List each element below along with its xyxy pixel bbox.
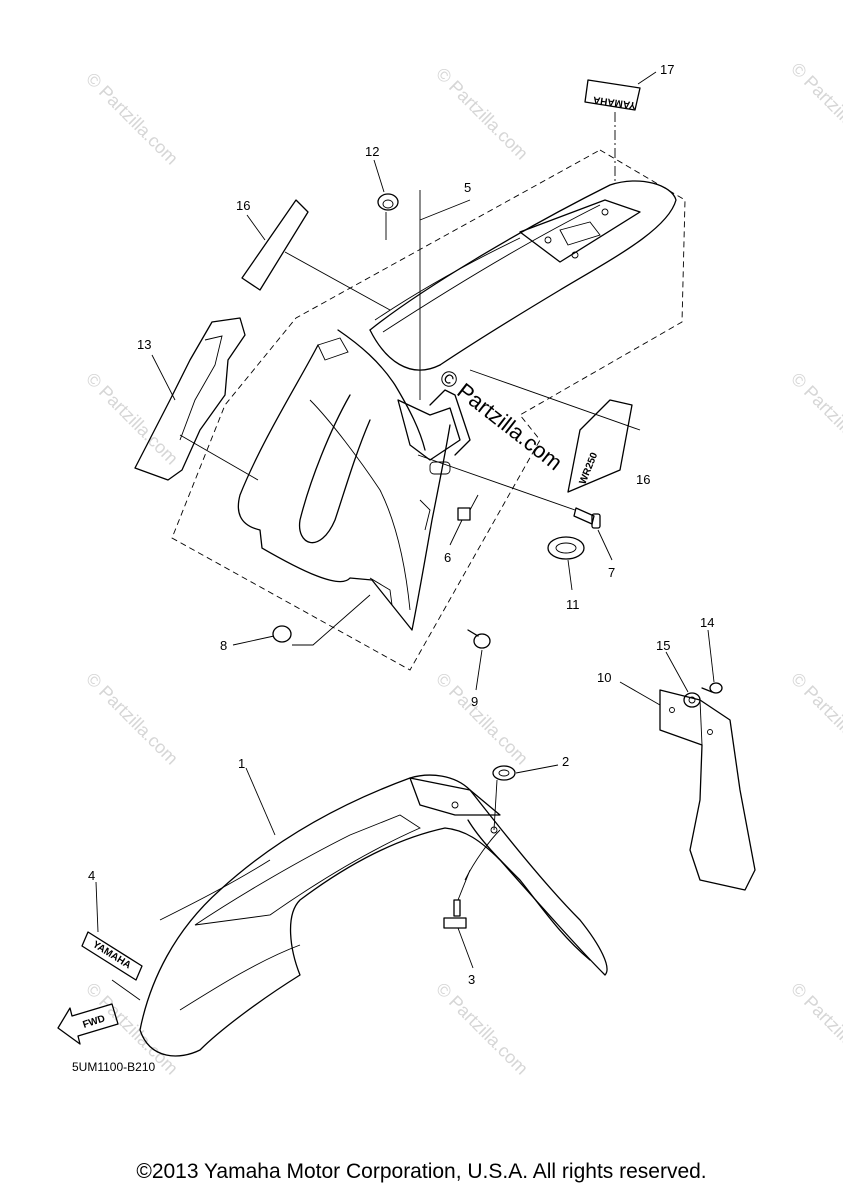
callout-17: 17 [660,62,674,77]
watermark-tile: © Partzilla.com [787,59,843,159]
callout-4: 4 [88,868,95,883]
callout-8: 8 [220,638,227,653]
grommet-11 [547,536,585,560]
decal-16-upper [241,199,309,291]
copyright-notice: ©2013 Yamaha Motor Corporation, U.S.A. A… [136,1160,707,1183]
callout-10: 10 [597,670,611,685]
watermark-tile: © Partzilla.com [787,669,843,769]
watermark-tile: © Partzilla.com [82,669,182,769]
decal-16-wr: WR250 [567,399,633,493]
callout-12: 12 [365,144,379,159]
callout-11: 11 [566,597,580,612]
watermark-tile: © Partzilla.com [82,69,182,169]
callout-1: 1 [238,756,245,771]
rear-fender [369,180,677,371]
watermark-tile: © Partzilla.com [787,369,843,469]
callout-5: 5 [464,180,471,195]
decal-4: YAMAHA [81,931,143,981]
side-cover-13 [134,317,246,481]
callout-7: 7 [608,565,615,580]
watermark-tile: © Partzilla.com [432,979,532,1079]
decal-17-text: YAMAHA [592,94,636,111]
bolt-3 [443,899,467,929]
callout-15: 15 [656,638,670,653]
callout-16-lower: 16 [636,472,650,487]
watermark-tile: © Partzilla.com [432,669,532,769]
callout-6: 6 [444,550,451,565]
callout-14: 14 [700,615,714,630]
grommet-12 [377,193,399,211]
callout-13: 13 [137,337,151,352]
bolt-9 [467,629,491,649]
watermark-tile: © Partzilla.com [432,64,532,164]
callout-2: 2 [562,754,569,769]
mudflap-10 [659,689,756,891]
watermark-tile: © Partzilla.com [787,979,843,1079]
diagram-code: 5UM1100-B210 [72,1060,155,1074]
bolt-7 [573,507,601,529]
decal-17: YAMAHA [584,79,641,111]
wr-badge-text: WR250 [578,451,601,486]
screw-14 [701,682,723,694]
callout-3: 3 [468,972,475,987]
rear-inner-guard [237,329,471,631]
assembly-boundary [171,149,686,671]
collar-8 [272,625,292,643]
leader-lines [95,71,715,1001]
callout-16-upper: 16 [236,198,250,213]
washer-15 [683,692,701,708]
front-fender [139,774,608,1057]
callout-numbers: 1 2 3 4 5 6 7 8 9 10 11 12 13 14 15 16 1… [88,62,714,987]
nut-2 [492,765,516,781]
collar-6 [457,507,471,521]
watermark-tiles: © Partzilla.com © Partzilla.com © Partzi… [82,59,843,1079]
callout-9: 9 [471,694,478,709]
